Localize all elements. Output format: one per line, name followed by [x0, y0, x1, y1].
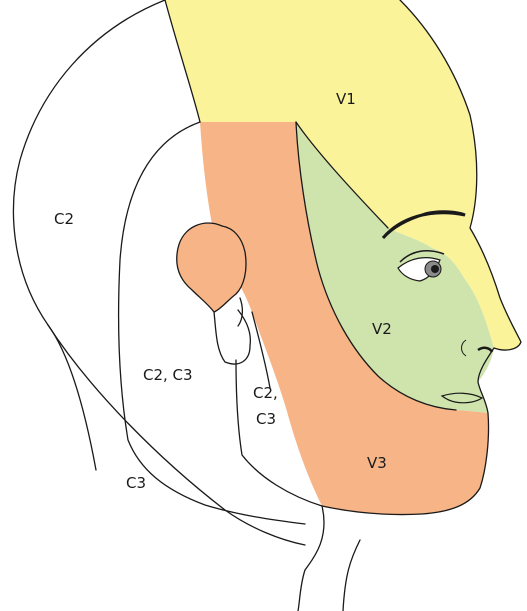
ear-shape	[177, 223, 246, 312]
label-c2-head: C2	[54, 210, 74, 228]
label-c3-neck: C3	[126, 474, 146, 492]
label-c2-c3-strip-line2: C3	[256, 410, 276, 428]
label-v1: V1	[336, 90, 356, 108]
label-c2-c3-strip-line1: C2,	[253, 384, 278, 402]
label-c2-c3-neck: C2, C3	[143, 366, 193, 384]
label-v2: V2	[372, 320, 392, 338]
label-v3: V3	[367, 454, 387, 472]
